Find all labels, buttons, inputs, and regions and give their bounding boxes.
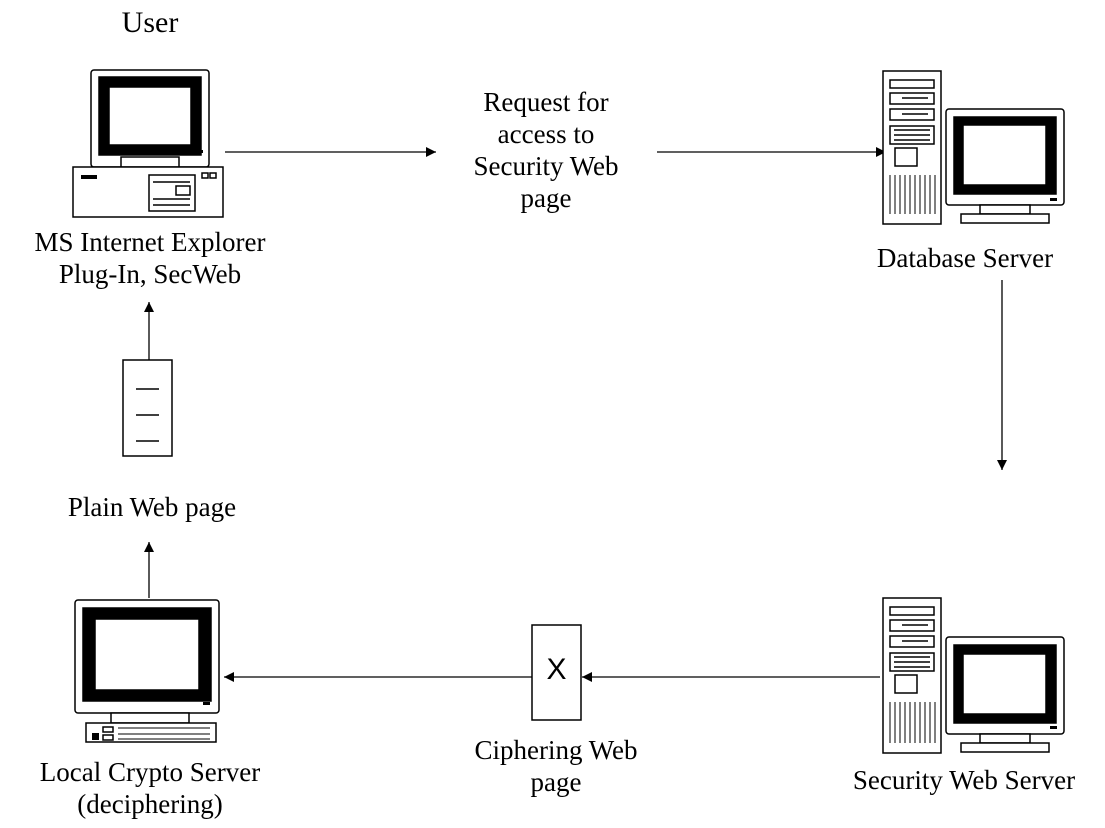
monitor-keyboard-icon <box>74 599 220 743</box>
request-label: Request for access to Security Web page <box>446 86 646 214</box>
plain-page-label-line-1: Plain Web page <box>67 492 237 522</box>
cipher-page-label: Ciphering Web page <box>436 734 676 798</box>
cipher-page-label-line-1: Ciphering Web <box>474 735 638 765</box>
user-label-line-2: Plug-In, SecWeb <box>58 259 242 289</box>
local-crypto-label-line-1: Local Crypto Server <box>39 757 261 787</box>
server-workstation-icon <box>882 70 1065 225</box>
ciphered-page-icon <box>531 624 582 721</box>
desktop-computer-icon <box>72 69 224 218</box>
local-crypto-label: Local Crypto Server (deciphering) <box>0 756 300 820</box>
cipher-page-symbol: X <box>546 653 567 686</box>
server-workstation-icon <box>882 597 1065 754</box>
db-server-label: Database Server <box>845 242 1085 274</box>
db-server-label-line-1: Database Server <box>876 243 1054 273</box>
request-label-line-1: Request for <box>483 87 609 117</box>
plain-page-label: Plain Web page <box>22 491 282 523</box>
web-page-icon <box>122 359 173 457</box>
request-label-line-2: access to <box>497 119 595 149</box>
cipher-page-label-line-2: page <box>530 767 582 797</box>
local-crypto-label-line-2: (deciphering) <box>77 789 223 819</box>
security-server-label: Security Web Server <box>825 764 1103 796</box>
request-label-line-4: page <box>520 183 572 213</box>
user-title: User <box>121 6 179 39</box>
request-label-line-3: Security Web <box>473 151 619 181</box>
user-label-line-1: MS Internet Explorer <box>34 227 266 257</box>
security-server-label-line-1: Security Web Server <box>852 765 1076 795</box>
user-label: MS Internet Explorer Plug-In, SecWeb <box>0 226 300 290</box>
